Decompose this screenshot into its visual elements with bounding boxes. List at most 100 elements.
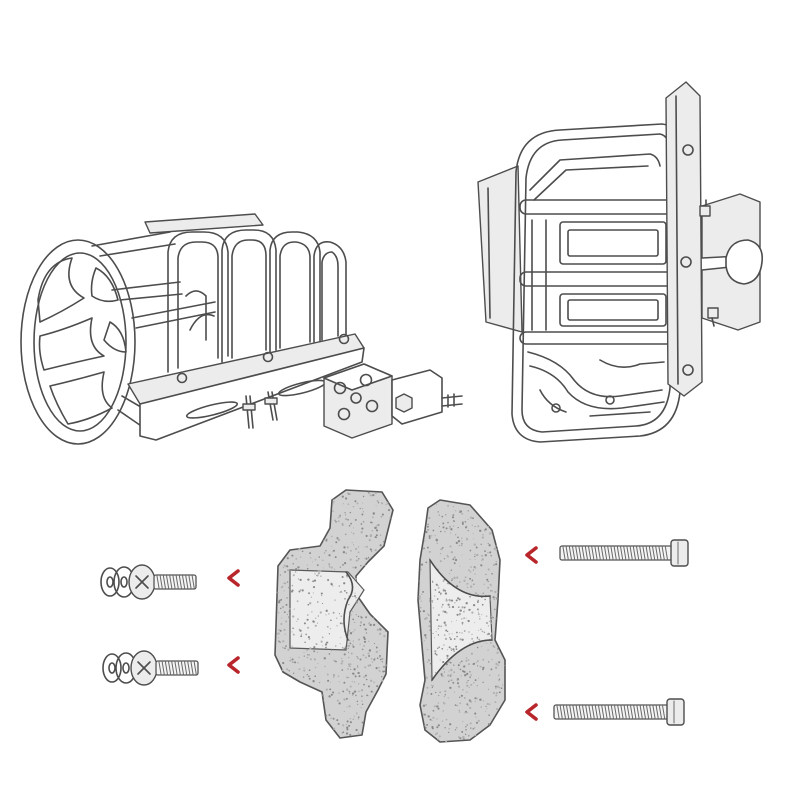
texture-dot [348, 656, 350, 659]
texture-dot [344, 497, 348, 500]
texture-dot [456, 576, 459, 579]
texture-dot [453, 664, 455, 666]
texture-dot [453, 671, 455, 673]
texture-dot [321, 636, 324, 639]
texture-dot [459, 737, 462, 740]
thread-line [182, 575, 186, 589]
texture-dot [323, 552, 326, 554]
texture-dot [332, 717, 335, 720]
texture-dot [453, 562, 456, 565]
texture-dot [474, 697, 477, 700]
thread-line [661, 546, 665, 560]
texture-dot [452, 648, 455, 651]
texture-dot [289, 656, 291, 658]
texture-dot [376, 621, 379, 623]
texture-dot [353, 690, 357, 693]
thread-line [569, 705, 573, 719]
thread-line [662, 705, 666, 719]
texture-dot [352, 527, 354, 529]
texture-dot [430, 684, 433, 686]
texture-dot [432, 716, 435, 719]
texture-dot [457, 536, 459, 539]
texture-dot [380, 502, 383, 505]
texture-dot [476, 660, 479, 662]
texture-dot [448, 727, 451, 730]
texture-dot [456, 679, 459, 682]
texture-dot [428, 535, 431, 538]
texture-dot [348, 595, 350, 597]
texture-dot [306, 614, 309, 616]
texture-dot [342, 564, 344, 566]
texture-dot [310, 596, 312, 598]
texture-dot [364, 564, 366, 567]
texture-dot [474, 555, 476, 558]
texture-dot [280, 607, 282, 610]
texture-dot [365, 616, 368, 619]
texture-dot [353, 629, 356, 631]
texture-dot [488, 674, 491, 676]
texture-dot [366, 694, 368, 697]
texture-dot [325, 614, 327, 616]
texture-dot [469, 722, 472, 725]
texture-dot [448, 646, 451, 649]
texture-dot [299, 629, 302, 632]
texture-dot [364, 656, 367, 659]
texture-dot [378, 670, 380, 672]
texture-dot [328, 613, 330, 615]
texture-dot [337, 520, 340, 523]
texture-dot [328, 563, 330, 566]
texture-dot [364, 674, 367, 677]
texture-dot [498, 691, 501, 694]
texture-dot [342, 731, 345, 734]
texture-dot [364, 666, 366, 668]
texture-dot [344, 514, 347, 516]
texture-dot [464, 606, 466, 608]
texture-dot [289, 575, 291, 578]
texture-dot [330, 649, 333, 651]
texture-dot [439, 691, 441, 693]
texture-dot [443, 644, 445, 646]
texture-dot [497, 591, 499, 593]
texture-dot [325, 539, 328, 542]
texture-dot [347, 647, 349, 650]
texture-dot [297, 578, 299, 580]
texture-dot [492, 563, 496, 567]
texture-dot [439, 560, 442, 563]
texture-dot [463, 617, 465, 620]
texture-dot [314, 558, 317, 561]
texture-dot [487, 568, 490, 571]
texture-dot [371, 661, 374, 663]
texture-dot [279, 629, 282, 632]
texture-dot [375, 667, 378, 670]
texture-dot [449, 661, 452, 664]
texture-dot [482, 666, 485, 669]
thread-line [556, 705, 560, 719]
texture-dot [350, 522, 352, 525]
texture-dot [421, 640, 424, 642]
texture-dot [442, 588, 445, 591]
texture-dot [494, 685, 497, 688]
texture-dot [343, 582, 346, 585]
texture-dot [426, 723, 429, 726]
texture-dot [355, 596, 357, 599]
texture-dot [342, 551, 346, 554]
texture-dot [459, 565, 461, 567]
texture-dot [320, 592, 323, 595]
texture-dot [330, 717, 332, 720]
texture-dot [349, 733, 352, 737]
texture-dot [444, 690, 447, 693]
texture-dot [350, 549, 352, 552]
texture-dot [314, 624, 317, 627]
texture-dot [354, 547, 358, 551]
texture-dot [328, 554, 331, 557]
texture-dot [480, 554, 484, 557]
texture-dot [469, 577, 472, 580]
texture-dot [361, 703, 364, 706]
texture-dot [428, 537, 431, 539]
chevron-left-icon [227, 656, 240, 674]
screw-thread [156, 575, 195, 589]
texture-dot [335, 660, 337, 663]
texture-dot [352, 505, 355, 508]
thread-line [168, 661, 172, 675]
texture-dot [340, 636, 342, 638]
